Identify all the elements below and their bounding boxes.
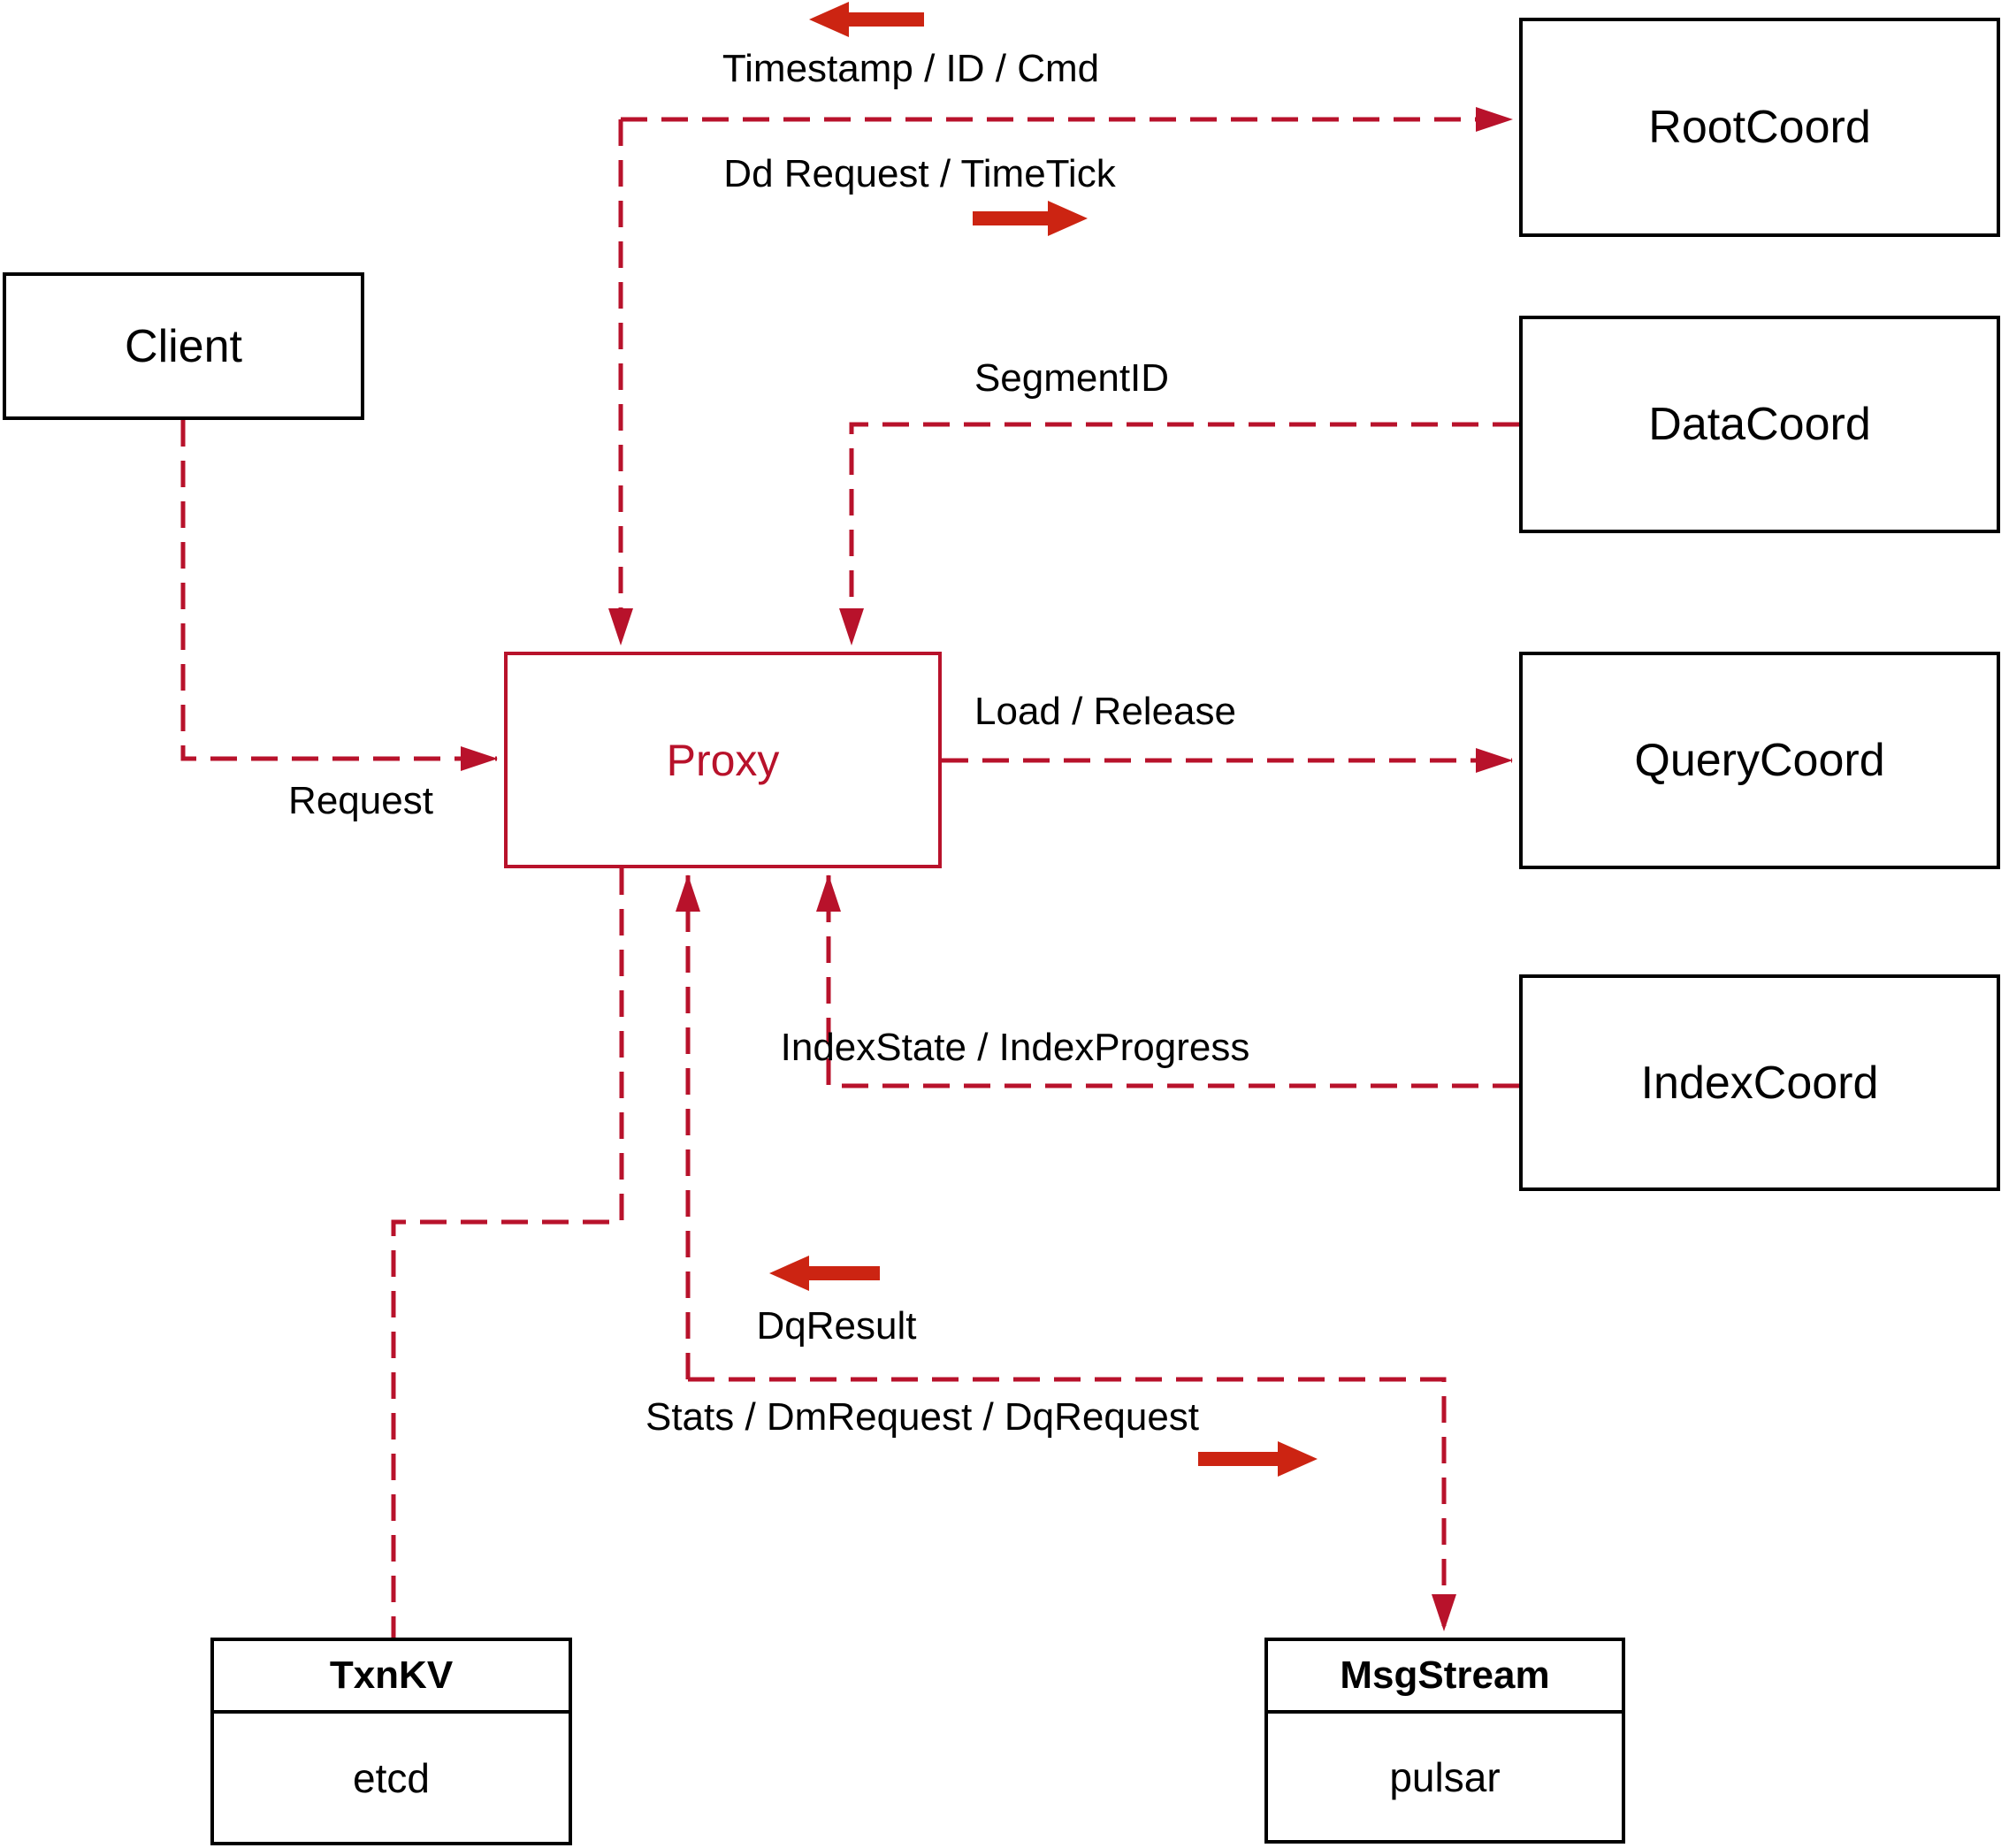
node-client-label: Client	[125, 320, 242, 372]
arrow-right-icon-stats	[1198, 1441, 1318, 1477]
edge-label-segment-id: SegmentID	[974, 356, 1170, 400]
node-querycoord: QueryCoord	[1519, 652, 2000, 869]
edge-label-stats: Stats / DmRequest / DqRequest	[645, 1395, 1200, 1439]
arrow-left-icon-timestamp	[809, 2, 924, 37]
arrow-left-icon-dqresult	[769, 1256, 880, 1291]
node-indexcoord-label: IndexCoord	[1640, 1057, 1879, 1109]
edge-label-dd-request: Dd Request / TimeTick	[723, 152, 1116, 195]
node-txnkv-title: TxnKV	[214, 1641, 569, 1714]
node-msgstream: MsgStream pulsar	[1264, 1638, 1625, 1844]
node-rootcoord-label: RootCoord	[1648, 102, 1871, 153]
arrow-right-icon-ddrequest	[973, 201, 1088, 236]
node-datacoord: DataCoord	[1519, 316, 2000, 533]
edge-proxy-to-txnkv	[391, 868, 624, 1638]
edge-datacoord-to-proxy	[839, 422, 1519, 645]
edge-client-to-proxy	[180, 420, 498, 771]
node-client: Client	[3, 272, 364, 420]
node-msgstream-title: MsgStream	[1268, 1641, 1622, 1714]
edge-label-index-state: IndexState / IndexProgress	[780, 1026, 1250, 1069]
node-proxy-label: Proxy	[666, 735, 780, 785]
edge-indexcoord-to-proxy	[816, 874, 1519, 1088]
node-txnkv-impl: etcd	[353, 1754, 430, 1801]
edge-label-dq-result: DqResult	[756, 1304, 917, 1348]
node-rootcoord: RootCoord	[1519, 18, 2000, 237]
edge-label-request: Request	[288, 779, 433, 822]
edge-label-timestamp: Timestamp / ID / Cmd	[722, 47, 1100, 90]
node-datacoord-label: DataCoord	[1648, 399, 1871, 450]
node-indexcoord: IndexCoord	[1519, 974, 2000, 1191]
node-msgstream-impl: pulsar	[1389, 1753, 1501, 1800]
node-querycoord-label: QueryCoord	[1634, 735, 1885, 786]
edge-proxy-to-msgstream	[688, 1377, 1456, 1631]
node-proxy: Proxy	[504, 652, 942, 868]
node-txnkv: TxnKV etcd	[210, 1638, 572, 1845]
edge-label-load-release: Load / Release	[974, 690, 1236, 733]
